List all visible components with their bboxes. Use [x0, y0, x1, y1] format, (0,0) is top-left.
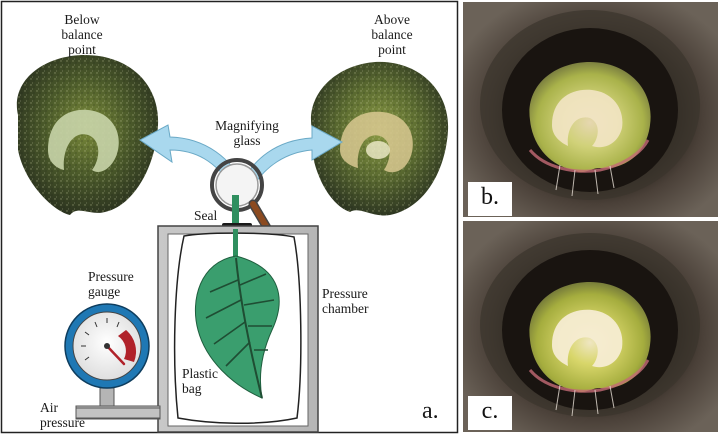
label-magnifying-glass: Magnifying glass — [205, 118, 289, 148]
label-air-pressure: Air pressure — [40, 400, 85, 430]
air-pipe — [76, 408, 160, 418]
panel-label-b: b. — [468, 182, 512, 216]
stem — [232, 195, 239, 225]
label-above-balance-point: Above balance point — [362, 12, 422, 57]
label-plastic-bag: Plastic bag — [182, 366, 218, 396]
panel-label-c: c. — [468, 396, 512, 430]
label-pressure-gauge: Pressure gauge — [88, 269, 134, 299]
label-pressure-chamber: Pressure chamber — [322, 286, 368, 316]
label-seal: Seal — [194, 208, 217, 223]
panel-label-a: a. — [422, 398, 439, 424]
label-below-balance-point: Below balance point — [52, 12, 112, 57]
